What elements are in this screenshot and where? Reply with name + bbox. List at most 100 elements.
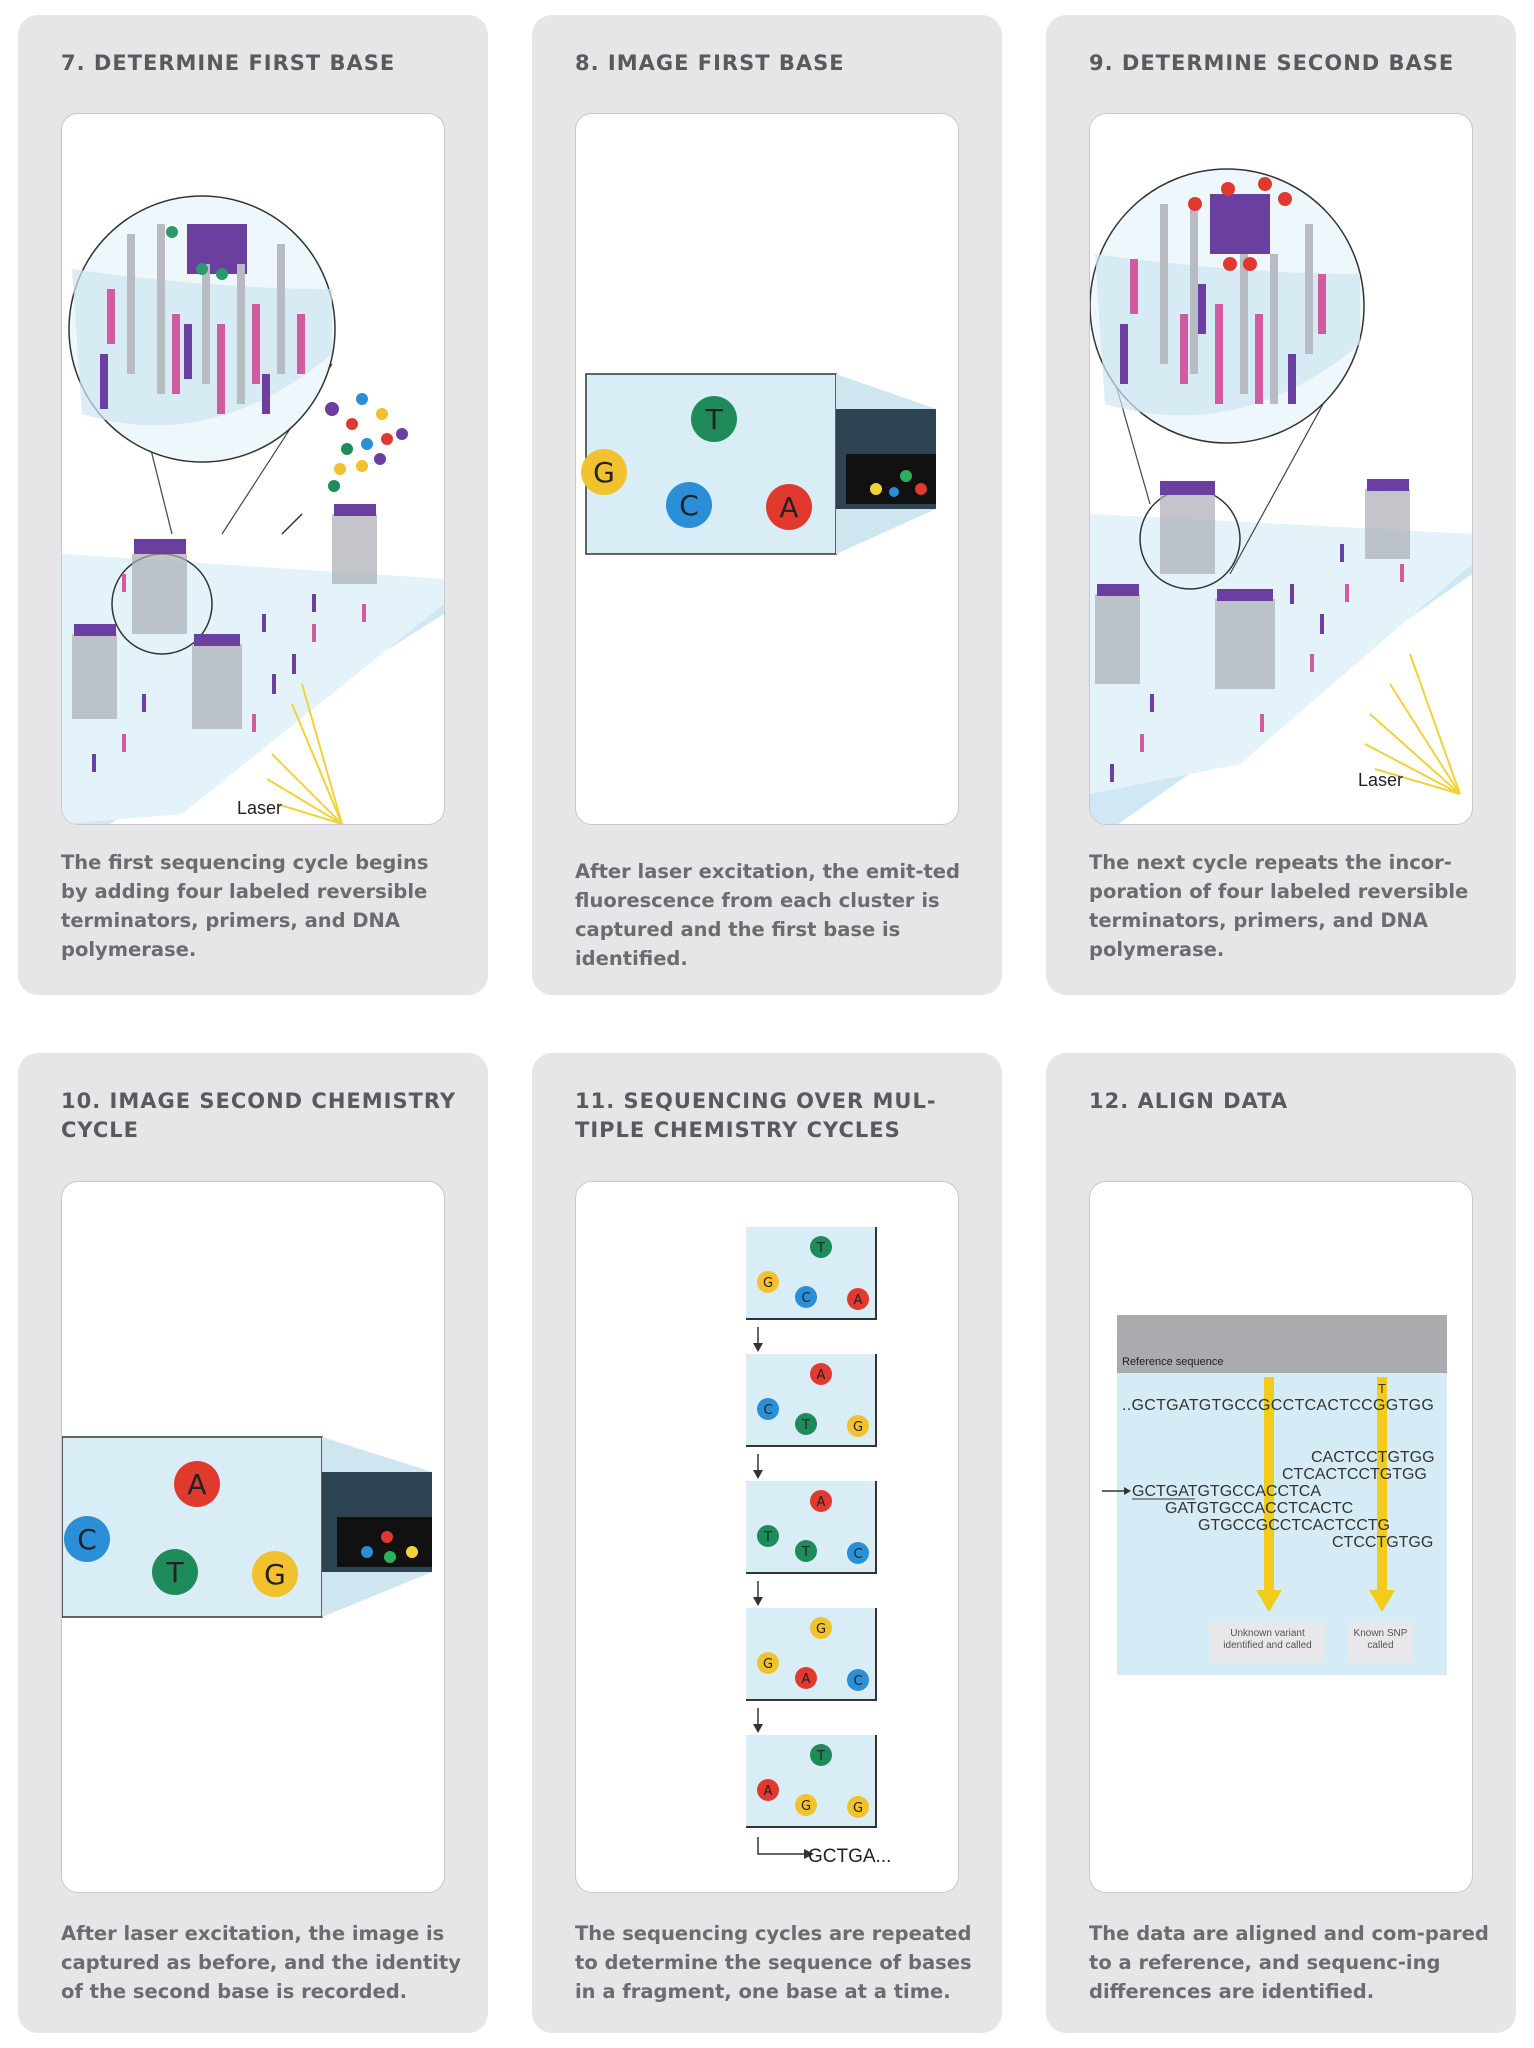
base-letter: G xyxy=(264,1558,286,1591)
step-illustration: A C T G xyxy=(61,1181,445,1893)
base-dot xyxy=(795,1286,817,1308)
variant-caption: Unknown variant identified and called xyxy=(1223,1628,1312,1651)
base-dot xyxy=(757,1652,779,1674)
snp-base: T xyxy=(1378,1381,1386,1396)
base-letter: C xyxy=(77,1523,97,1556)
step-description: After laser excitation, the image is cap… xyxy=(61,1922,461,2003)
image-capture-diagram: A C T G xyxy=(62,1436,432,1618)
flowcell-diagram: Laser xyxy=(62,195,444,824)
base-letter: T xyxy=(165,1556,184,1589)
step-title: 7. DETERMINE FIRST BASE xyxy=(61,51,396,75)
laser-label: Laser xyxy=(1358,770,1403,790)
cycle-image: A C T G xyxy=(746,1354,877,1447)
base-letter: C xyxy=(853,1674,862,1689)
arrow-head xyxy=(753,1724,763,1733)
base-letter: A xyxy=(817,1495,826,1510)
result-sequence: GCTGA... xyxy=(808,1846,891,1867)
step-title: 10. IMAGE SECOND CHEMISTRY CYCLE xyxy=(61,1089,457,1142)
sequencing-read: CTCCTGTGG xyxy=(1332,1534,1433,1551)
base-dot xyxy=(847,1288,869,1310)
step-description: After laser excitation, the emit-ted flu… xyxy=(575,860,960,970)
base-letter: G xyxy=(593,456,615,489)
base-dot xyxy=(810,1490,832,1512)
base-letter: T xyxy=(816,1749,825,1764)
sequencing-read: GTGCCGCCTCACTCCTG xyxy=(1198,1517,1390,1534)
reference-sequence: ..GCTGATGTGCCGCCTCACTCCGGTGG xyxy=(1122,1397,1434,1414)
cycle-image: T A G G xyxy=(746,1735,877,1828)
base-letter: A xyxy=(817,1368,826,1383)
step-title: 9. DETERMINE SECOND BASE xyxy=(1089,51,1455,75)
step-card-7: 7. DETERMINE FIRST BASE xyxy=(18,15,488,995)
laser-label: Laser xyxy=(237,798,282,818)
base-letter: C xyxy=(679,489,699,522)
cycle-image: G G A C xyxy=(746,1608,877,1701)
arrow-head xyxy=(753,1470,763,1479)
step-description: The sequencing cycles are repeated to de… xyxy=(575,1922,972,2003)
base-dot xyxy=(795,1794,817,1816)
step-card-12: 12. ALIGN DATA Reference sequence T ..GC… xyxy=(1046,1053,1516,2033)
step-illustration: Laser xyxy=(61,113,445,825)
arrow-head xyxy=(753,1343,763,1352)
sequencing-cycles-diagram: T G C A A C T G A T T C G G A C T A G G GCTGA... xyxy=(746,1227,891,1867)
base-dot xyxy=(795,1667,817,1689)
step-description: The first sequencing cycle begins by add… xyxy=(61,851,429,961)
base-letter: T xyxy=(763,1530,772,1545)
step-card-8: 8. IMAGE FIRST BASE T G C A After laser … xyxy=(532,15,1002,995)
base-dot xyxy=(810,1617,832,1639)
base-letter: T xyxy=(801,1545,810,1560)
base-letter: G xyxy=(801,1799,811,1814)
step-card-11: 11. SEQUENCING OVER MUL- TIPLE CHEMISTRY… xyxy=(532,1053,1002,2033)
step-title: 11. SEQUENCING OVER MUL- TIPLE CHEMISTRY… xyxy=(575,1089,937,1142)
step-description: The data are aligned and com-pared to a … xyxy=(1089,1922,1489,2003)
base-letter: G xyxy=(816,1622,826,1637)
sequencing-read: GCTGATGTGCCACCTCA xyxy=(1132,1483,1321,1500)
step-title: 8. IMAGE FIRST BASE xyxy=(575,51,845,75)
image-capture-diagram: T G C A xyxy=(581,373,936,555)
base-letter: G xyxy=(853,1420,863,1435)
base-dot xyxy=(757,1525,779,1547)
base-letter: A xyxy=(779,491,798,524)
base-dot xyxy=(757,1779,779,1801)
base-dot xyxy=(810,1363,832,1385)
base-letter: A xyxy=(187,1468,206,1501)
step-card-9: 9. DETERMINE SECOND BASE Laser The xyxy=(1046,15,1516,995)
step-illustration: T G C A A C T G A T T C G G A C T A G G GCTGA... xyxy=(575,1181,959,1893)
step-illustration: Reference sequence T ..GCTGATGTGCCGCCTCA… xyxy=(1089,1181,1473,1893)
base-dot xyxy=(847,1796,869,1818)
sequencing-read: GATGTGCCACCTCACTC xyxy=(1165,1500,1353,1517)
cycle-image: T G C A xyxy=(746,1227,877,1320)
base-letter: T xyxy=(801,1418,810,1433)
snp-caption: Known SNP called xyxy=(1353,1628,1408,1651)
base-letter: A xyxy=(802,1672,811,1687)
alignment-diagram: Reference sequence T ..GCTGATGTGCCGCCTCA… xyxy=(1102,1315,1447,1675)
step-illustration: Laser xyxy=(1089,113,1473,825)
base-dot xyxy=(847,1415,869,1437)
base-dot xyxy=(757,1271,779,1293)
base-dot xyxy=(795,1413,817,1435)
cycle-image: A T T C xyxy=(746,1481,877,1574)
base-letter: C xyxy=(801,1291,810,1306)
base-dot xyxy=(795,1540,817,1562)
base-letter: G xyxy=(853,1801,863,1816)
base-letter: C xyxy=(853,1547,862,1562)
base-letter: A xyxy=(764,1784,773,1799)
base-dot xyxy=(757,1398,779,1420)
base-dot xyxy=(810,1236,832,1258)
base-letter: C xyxy=(763,1403,772,1418)
step-description: The next cycle repeats the incor-poratio… xyxy=(1089,851,1469,961)
step-card-10: 10. IMAGE SECOND CHEMISTRY CYCLE A C T G… xyxy=(18,1053,488,2033)
sequencing-read: CTCACTCCTGTGG xyxy=(1282,1466,1427,1483)
base-dot xyxy=(847,1669,869,1691)
base-letter: T xyxy=(704,403,723,436)
base-letter: G xyxy=(763,1657,773,1672)
sequencing-read: CACTCCTGTGG xyxy=(1311,1449,1435,1466)
arrow-head xyxy=(753,1597,763,1606)
base-letter: T xyxy=(816,1241,825,1256)
base-letter: G xyxy=(763,1276,773,1291)
base-dot xyxy=(847,1542,869,1564)
reference-label: Reference sequence xyxy=(1122,1356,1224,1368)
step-illustration: T G C A xyxy=(575,113,959,825)
step-title: 12. ALIGN DATA xyxy=(1089,1089,1289,1113)
base-letter: A xyxy=(854,1293,863,1308)
flowcell-diagram: Laser xyxy=(1090,168,1472,824)
